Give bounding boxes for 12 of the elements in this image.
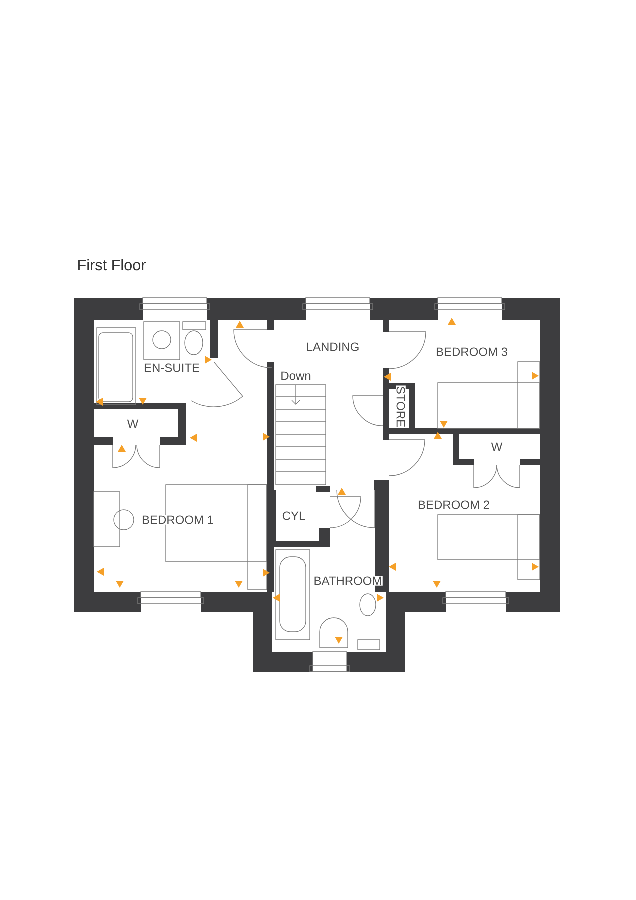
room-label: STORE [396,386,406,428]
room-label: BEDROOM 3 [435,347,509,357]
room-label: BEDROOM 2 [417,500,491,510]
room-label: W [490,442,504,452]
title: First Floor [78,259,146,271]
room-label: CYL [282,511,306,521]
room-label: EN-SUITE [143,363,201,373]
stair-label: Down [280,371,312,381]
room-label: LANDING [306,342,360,352]
room-label: BEDROOM 1 [141,515,215,525]
room-label: BATHROOM [313,576,383,586]
room-label: W [126,419,140,429]
